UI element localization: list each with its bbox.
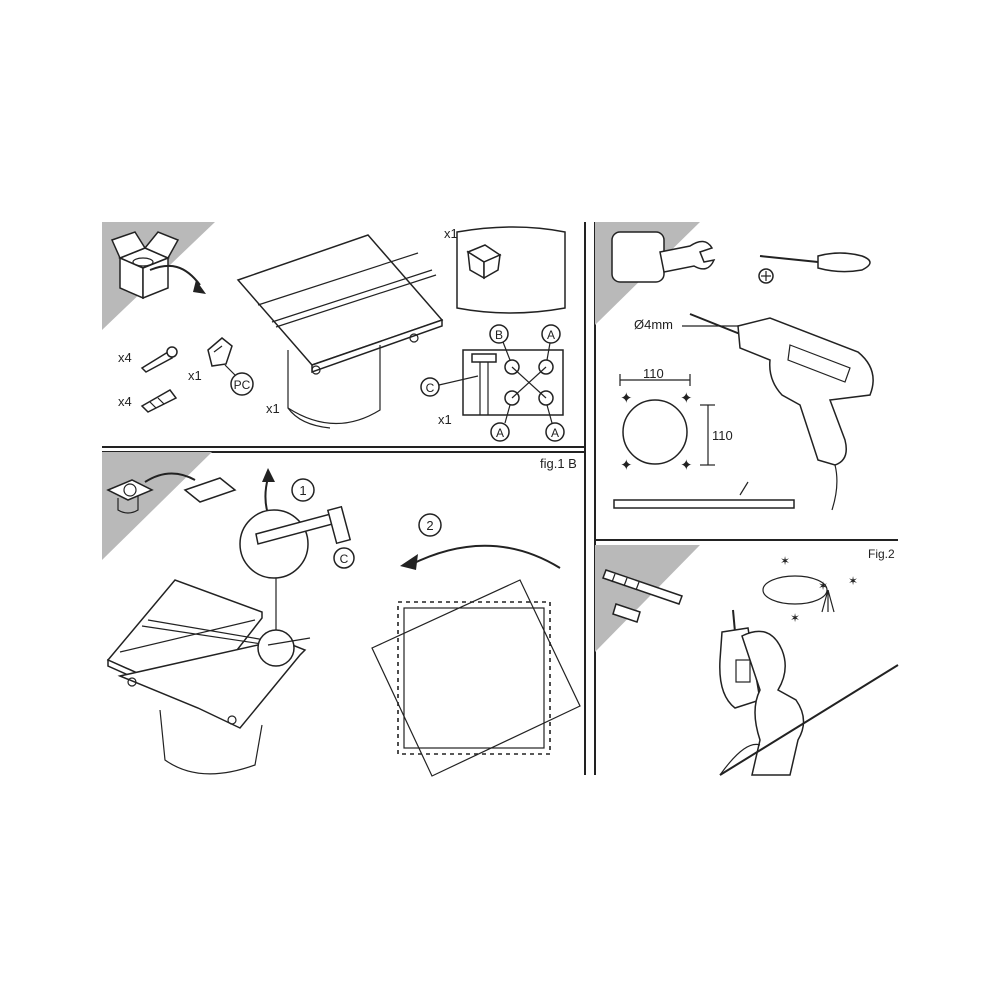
svg-text:✶: ✶ [790,611,800,625]
callout-a-1: A [547,328,555,342]
cover-plate [236,234,444,375]
label-pc: PC [234,378,251,392]
step-2-label: 2 [426,518,433,533]
drill-bit-icon [602,569,683,605]
rotated-cover [371,579,581,777]
qty-fan-label: x1 [266,401,280,416]
screw-icon [140,346,178,373]
corner-shading [595,545,700,652]
dim-width: 110 [643,366,664,381]
qty-clip-label: x1 [188,368,202,383]
wall-edge [719,664,899,776]
svg-text:✦: ✦ [680,457,693,474]
svg-text:✶: ✶ [848,574,858,588]
callout-a-bottom-left [490,422,510,442]
qty-plugs-label: x4 [118,394,132,409]
wall-plug-icon [612,603,641,623]
callout-c-circle [420,377,440,397]
callout-a-3: A [551,426,559,440]
phillips-icon [758,268,774,284]
svg-text:✦: ✦ [620,457,633,474]
callout-a-top [541,324,561,344]
qty-cover-label: x1 [444,226,458,241]
qty-board-label: x1 [438,412,452,427]
fan-body [287,345,381,429]
rotate-arrow-icon [409,544,561,569]
hole-template: ✦ ✦ ✦ ✦ [619,374,715,474]
arrow-head-icon [193,280,206,294]
screwdriver-icon [759,252,871,273]
ruler-icon [613,481,795,509]
panel-drilling: Ø4mm ✦ ✦ ✦ ✦ 110 110 [595,222,874,511]
arrow-icon [144,472,196,483]
wall-plug-icon [140,389,178,413]
panel-fig2: Fig.2 ✶ ✶ ✶ ✶ [595,545,899,776]
callout-c-circle [333,547,355,569]
dotted-outline [397,601,551,755]
power-drill-icon [689,313,874,511]
detail-magnifier [239,509,309,579]
hole-outline [762,575,828,605]
panel-contents: x1 x4 x4 x1 PC x1 [102,222,566,442]
callout-b-circle [489,324,509,344]
panel-fig1b: fig.1 B 1 C [102,452,581,777]
callout-b: B [495,328,503,342]
fan-wrench-icon [611,231,716,283]
cover-sheet-small [183,477,237,503]
svg-text:✶: ✶ [780,554,790,568]
screwdriver-detail [255,505,352,545]
fig1b-label: fig.1 B [540,456,577,471]
fig2-label: Fig.2 [868,547,895,561]
step-1-circle [291,478,315,502]
screw-detail [257,629,295,667]
callout-a-2: A [496,426,504,440]
step-2-circle [418,513,442,537]
clip-icon [207,337,233,367]
fan-icon [106,479,154,514]
callout-c-fig: C [340,552,349,566]
drill-size-label: Ø4mm [634,317,673,332]
terminal-board [462,349,564,416]
corner-shading [102,452,212,560]
cover-sheet [456,226,566,314]
drill-in-hand-icon [719,609,805,776]
tripod-icon [821,589,835,613]
fan-assembly [106,579,311,775]
callout-c: C [426,381,435,395]
box-icon [110,231,180,300]
callout-pc [230,372,254,396]
step-1-label: 1 [299,483,306,498]
callout-a-bottom-right [545,422,565,442]
svg-text:✦: ✦ [680,390,693,407]
dim-height: 110 [712,428,733,443]
qty-screws-label: x4 [118,350,132,365]
svg-text:✶: ✶ [818,579,828,593]
svg-text:✦: ✦ [620,390,633,407]
